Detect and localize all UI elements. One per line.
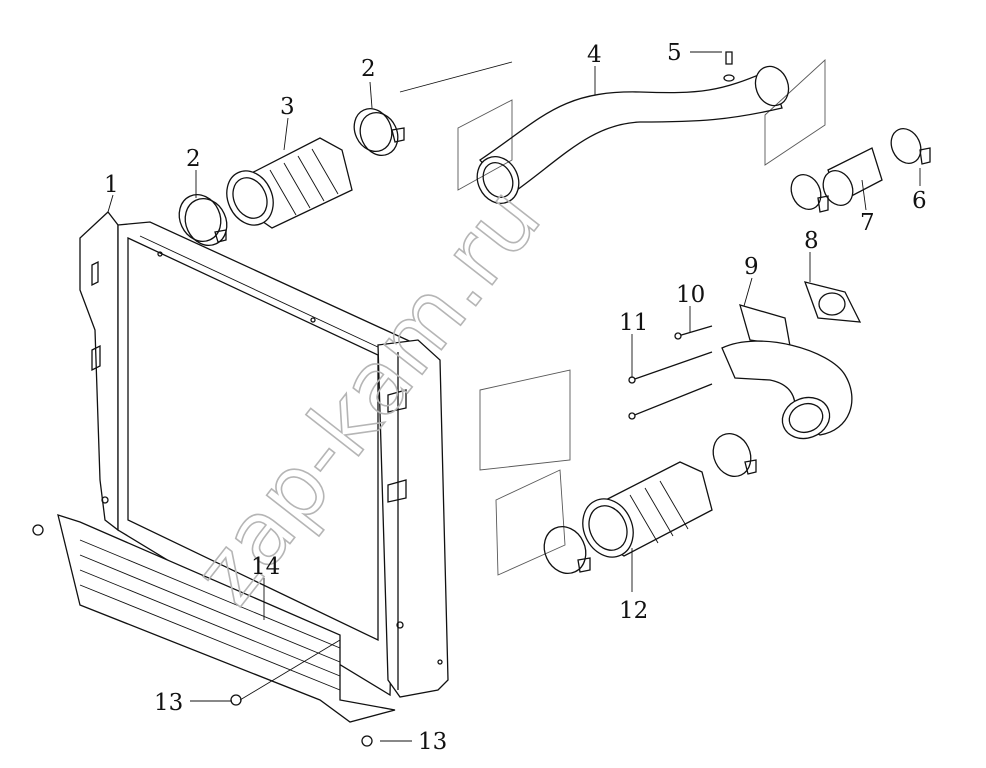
callout-12: 12 xyxy=(619,598,648,624)
clamp-left xyxy=(178,194,228,246)
callout-6: 6 xyxy=(912,188,927,214)
leader-lines xyxy=(107,51,921,742)
rods xyxy=(628,325,713,420)
callout-14: 14 xyxy=(251,554,280,580)
radiator-assembly xyxy=(32,211,449,747)
pipe-upper xyxy=(457,51,826,204)
hose-short xyxy=(790,127,931,213)
callout-9: 9 xyxy=(744,254,759,280)
callout-10: 10 xyxy=(676,282,705,308)
callout-13b: 13 xyxy=(418,729,447,755)
callout-13a: 13 xyxy=(154,690,183,716)
callout-8: 8 xyxy=(804,228,819,254)
callout-2b: 2 xyxy=(361,56,376,82)
hose-corrugated-upper xyxy=(226,137,353,229)
callout-labels: 1 2 2 3 4 5 6 7 8 9 10 11 12 13 13 14 xyxy=(104,40,927,755)
callout-11: 11 xyxy=(619,310,648,336)
callout-7: 7 xyxy=(860,210,875,236)
pipe-elbow xyxy=(721,304,853,440)
callout-4: 4 xyxy=(587,42,602,68)
gasket xyxy=(803,281,862,323)
clamp-top xyxy=(353,108,405,156)
callout-5: 5 xyxy=(667,40,682,66)
callout-2a: 2 xyxy=(186,146,201,172)
callout-3: 3 xyxy=(280,94,295,120)
hose-corrugated-lower xyxy=(479,369,757,576)
callout-1: 1 xyxy=(104,172,119,198)
